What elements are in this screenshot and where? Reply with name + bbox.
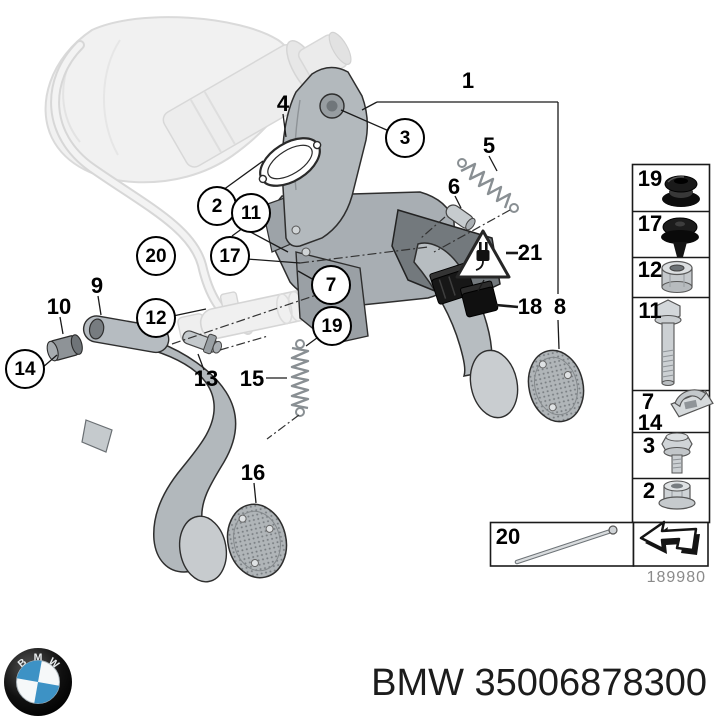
pin-bushing-6 [445, 204, 476, 231]
pin-13 [182, 330, 223, 355]
gasket [258, 137, 322, 187]
brake-pedal-pad [527, 349, 585, 423]
drawing-number: 189980 [646, 569, 706, 586]
clutch-pedal-pad [226, 503, 288, 579]
spring-clip-icon [670, 389, 714, 418]
pipe-ghost [50, 40, 253, 335]
bmw-logo: B M W [4, 648, 72, 716]
flange-screw-icon [661, 432, 693, 474]
direction-arrow-icon [639, 520, 700, 555]
hex-nut-icon [661, 260, 693, 294]
flange-nut-icon [658, 480, 696, 510]
svg-text:M: M [34, 652, 43, 664]
hex-bolt-icon [654, 299, 682, 386]
clutch-pedal [81, 315, 237, 583]
part-number: BMW 35006878300 [371, 662, 707, 704]
rubber-grommet-icon [662, 175, 700, 207]
sealing-plug-icon [661, 217, 699, 257]
rubber-stop-10 [46, 334, 83, 362]
legend-panel [489, 163, 714, 567]
return-spring-15 [290, 339, 310, 417]
electrical-warning-icon [455, 229, 511, 279]
axis-lines [171, 209, 511, 440]
bmw-logo-quadrants [16, 660, 60, 704]
push-rod-icon [514, 525, 618, 565]
pedal-switch-2 [460, 280, 499, 318]
return-spring-5 [457, 158, 519, 213]
